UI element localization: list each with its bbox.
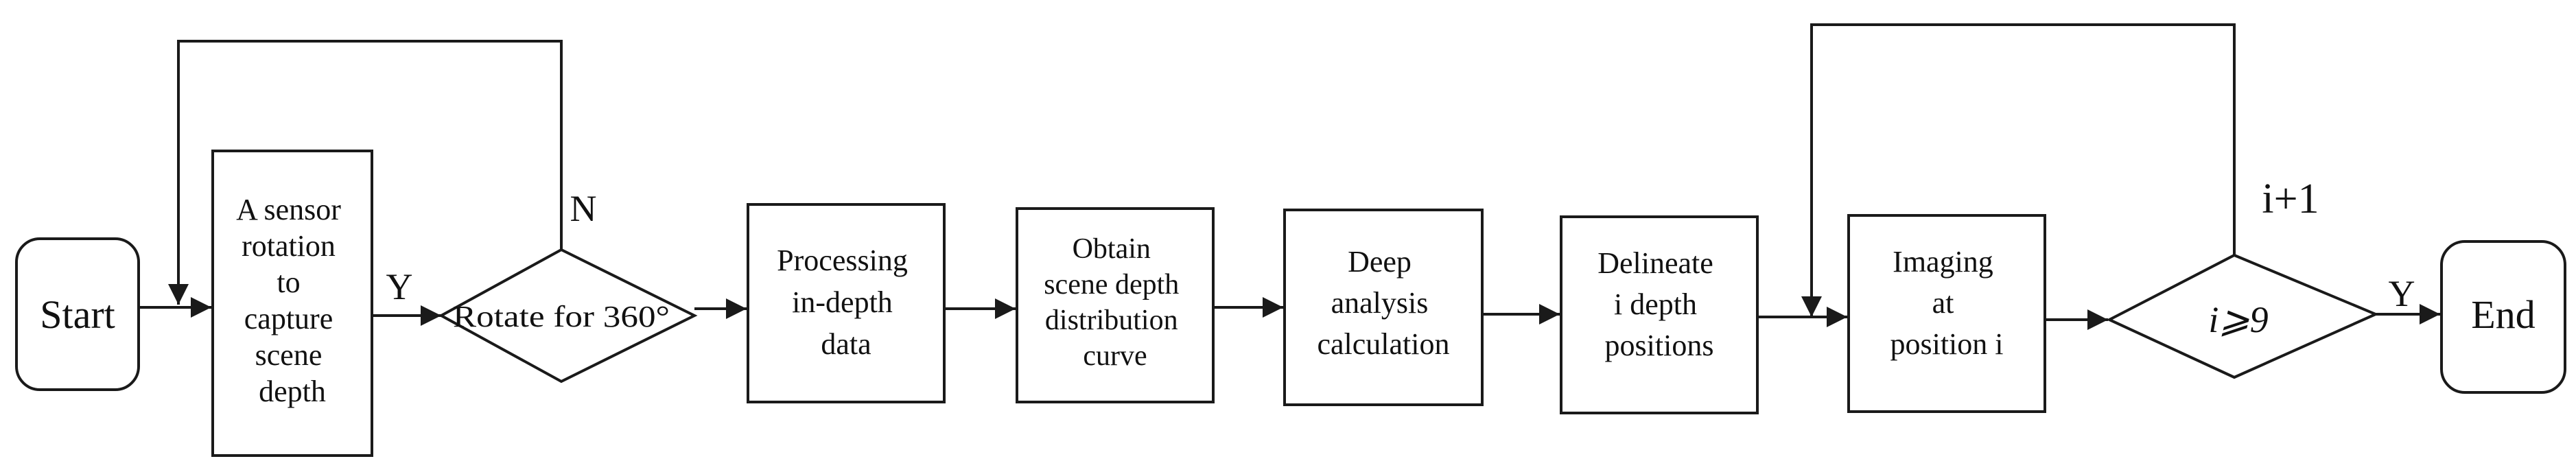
node-end: End	[2440, 240, 2566, 394]
node-check-text: i⩾9	[2208, 299, 2268, 340]
node-process-line-3: data	[821, 327, 871, 361]
node-capture-line-1: A sensor	[236, 193, 341, 226]
node-start-label: Start	[40, 292, 115, 337]
node-obtain-line-4: curve	[1083, 340, 1147, 372]
node-capture-text: A sensor rotation to capture scene depth	[236, 193, 349, 408]
node-capture: A sensor rotation to capture scene depth	[211, 150, 373, 457]
node-imaging-line-3: position i	[1890, 327, 2003, 361]
node-process-line-1: Processing	[777, 244, 908, 277]
node-obtain-line-1: Obtain	[1073, 233, 1151, 265]
node-capture-line-2: rotation	[242, 229, 336, 263]
node-obtain-line-2: scene depth	[1044, 269, 1179, 300]
node-deep-line-3: calculation	[1317, 327, 1449, 361]
node-deep-line-2: analysis	[1331, 286, 1429, 320]
node-delineate-line-2: i depth	[1614, 287, 1697, 321]
label-capture-yes: Y	[386, 266, 413, 307]
node-imaging-text: Imaging at position i	[1890, 245, 2003, 361]
node-process-line-2: in-depth	[792, 285, 893, 319]
node-process: Processing in-depth data	[747, 203, 946, 403]
node-delineate: Delineate i depth positions	[1560, 215, 1759, 414]
node-imaging-line-1: Imaging	[1893, 245, 1993, 279]
node-capture-line-4: capture	[244, 302, 333, 335]
label-check-yes: Y	[2389, 273, 2415, 314]
node-delineate-line-3: positions	[1605, 329, 1714, 362]
node-delineate-text: Delineate i depth positions	[1597, 246, 1721, 362]
node-imaging: Imaging at position i	[1847, 214, 2046, 413]
node-capture-line-5: scene	[255, 338, 323, 372]
arrow-rotate-loop-back	[168, 40, 563, 305]
node-capture-line-6: depth	[259, 375, 326, 408]
edge-labels: Y N i+1 Y	[386, 176, 2415, 314]
node-process-text: Processing in-depth data	[777, 244, 915, 361]
arrow-check-loop-back	[1801, 23, 2236, 317]
node-obtain: Obtain scene depth distribution curve	[1016, 207, 1215, 403]
node-check-decision: i⩾9	[2106, 253, 2380, 379]
node-rotate-decision: Rotate for 360°	[438, 248, 698, 384]
node-deep: Deep analysis calculation	[1283, 209, 1484, 406]
label-loop-increment: i+1	[2262, 176, 2319, 222]
node-start: Start	[15, 237, 140, 391]
connectors	[139, 23, 2440, 330]
node-deep-line-1: Deep	[1348, 245, 1412, 279]
node-end-label: End	[2471, 292, 2535, 337]
node-delineate-line-1: Delineate	[1597, 246, 1713, 280]
node-capture-line-3: to	[277, 266, 300, 299]
label-rotate-no: N	[570, 188, 597, 229]
node-obtain-text: Obtain scene depth distribution curve	[1044, 233, 1186, 372]
node-deep-text: Deep analysis calculation	[1317, 245, 1449, 361]
node-obtain-line-3: distribution	[1045, 305, 1178, 336]
node-rotate-text: Rotate for 360°	[453, 300, 670, 333]
node-imaging-line-2: at	[1932, 286, 1954, 320]
